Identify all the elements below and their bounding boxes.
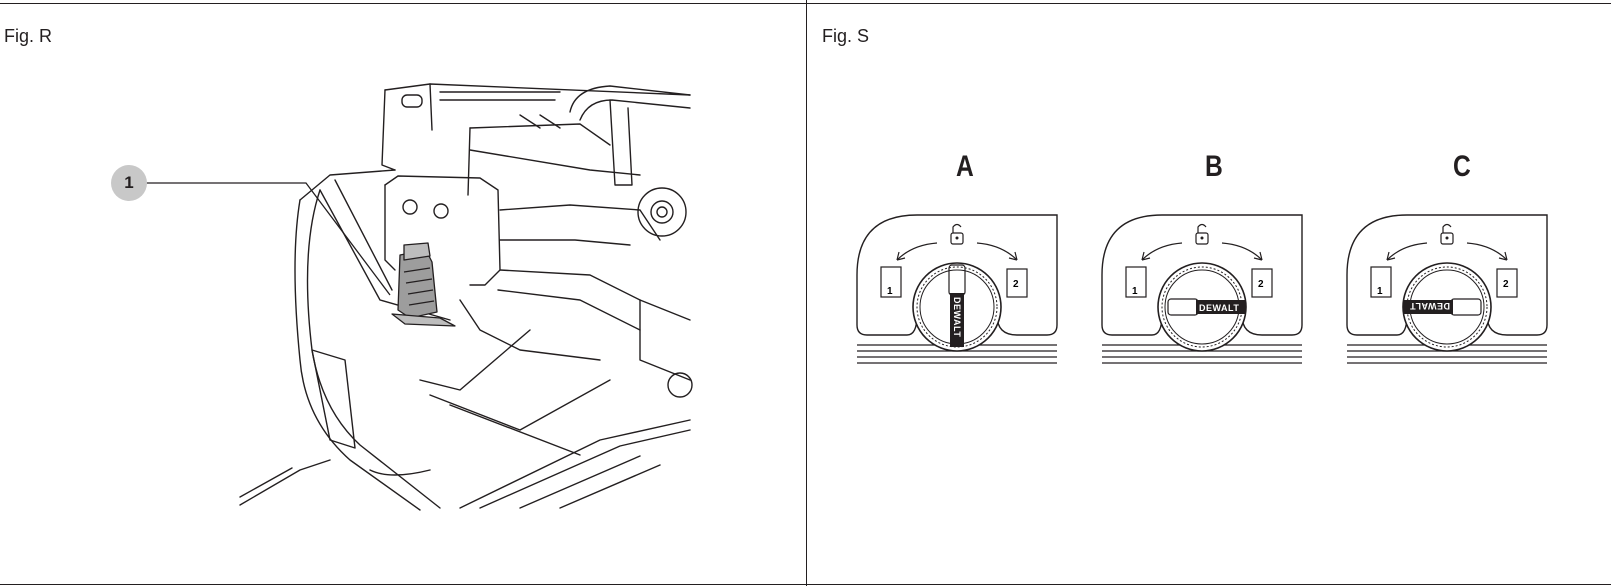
dial-b: DEWALT 1 2 (1101, 214, 1303, 364)
dial-a: DEWALT 1 2 (856, 214, 1058, 364)
dial-c-pos1: 1 (1377, 286, 1383, 297)
bottom-rule (0, 584, 1611, 585)
dial-c-pos2: 2 (1503, 279, 1509, 290)
dial-b-pos1: 1 (1132, 286, 1138, 297)
dial-a-pos2: 2 (1013, 279, 1019, 290)
fig-r-illustration (145, 83, 693, 511)
dial-letter-c: C (1452, 150, 1471, 183)
panel-divider (806, 0, 807, 586)
dial-letter-a: A (955, 150, 974, 183)
dial-a-pos1: 1 (887, 286, 893, 297)
fig-r-label: Fig. R (4, 26, 53, 46)
dial-c-brand: DEWALT (1410, 301, 1450, 311)
dial-c: DEWALT 1 2 (1346, 214, 1548, 364)
callout-1: 1 (111, 165, 147, 201)
dial-letter-b: B (1204, 150, 1223, 183)
dial-a-brand: DEWALT (952, 297, 962, 337)
dial-b-pos2: 2 (1258, 279, 1264, 290)
top-rule (0, 3, 1611, 4)
fig-s-label: Fig. S (822, 26, 870, 46)
dial-b-brand: DEWALT (1199, 303, 1239, 313)
